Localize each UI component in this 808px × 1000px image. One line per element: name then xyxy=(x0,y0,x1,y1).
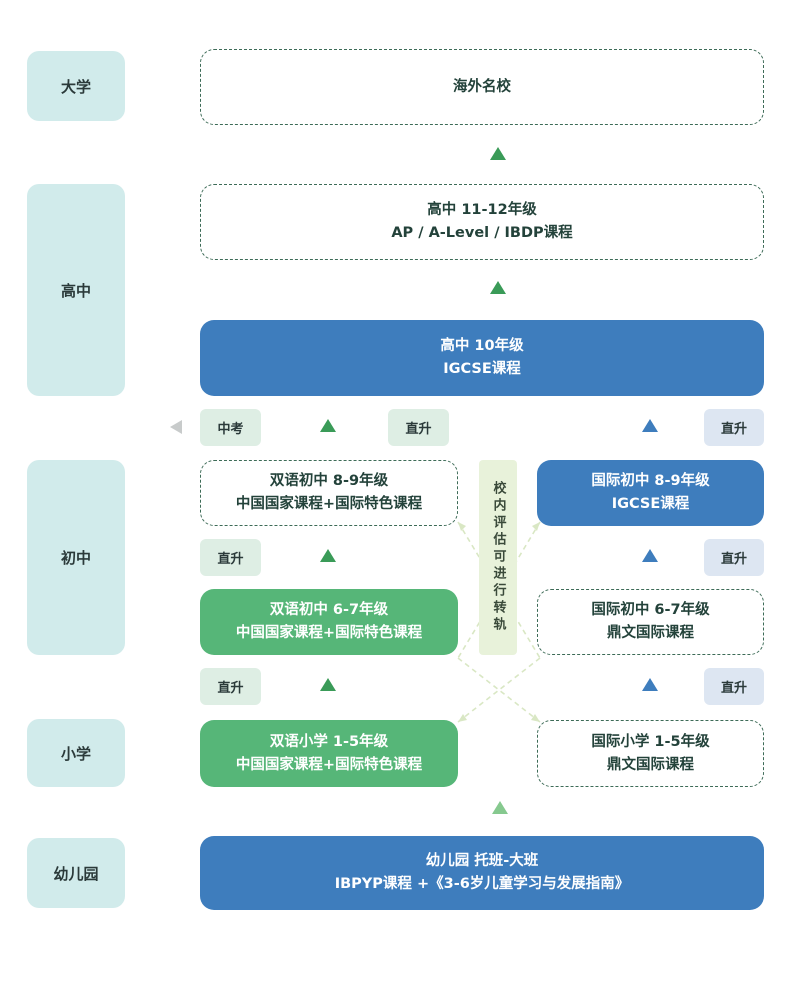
transfer-line xyxy=(457,657,541,723)
box-line: 高中 10年级 xyxy=(440,338,524,354)
tag-label: 直升 xyxy=(217,681,244,696)
stage-university: 大学 xyxy=(27,51,125,121)
tag-label: 直升 xyxy=(405,422,432,437)
tag-direct: 直升 xyxy=(200,539,261,576)
stage-kindergarten: 幼儿园 xyxy=(27,838,125,908)
stage-university-label: 大学 xyxy=(60,77,91,96)
box-line: 双语小学 1-5年级 xyxy=(269,733,389,750)
box-high-11-12: 高中 11-12年级 AP / A-Level / IBDP课程 xyxy=(200,184,764,260)
arrow-up-icon xyxy=(492,801,508,814)
box-kindergarten: 幼儿园 托班-大班 IBPYP课程 +《3-6岁儿童学习与发展指南》 xyxy=(200,836,764,910)
stage-primary-label: 小学 xyxy=(60,744,91,763)
box-line: 国际初中 6-7年级 xyxy=(591,602,710,618)
box-bilingual-middle-6-7: 双语初中 6-7年级 中国国家课程+国际特色课程 xyxy=(200,589,458,655)
stage-middle: 初中 xyxy=(27,460,125,655)
tag-zhongkao: 中考 xyxy=(200,409,261,446)
tag-label: 直升 xyxy=(217,552,244,567)
transfer-arrowhead xyxy=(458,714,467,722)
box-line: 鼎文国际课程 xyxy=(607,625,694,641)
arrow-up-icon xyxy=(490,147,506,160)
box-line: 双语初中 6-7年级 xyxy=(269,602,389,618)
box-high-10: 高中 10年级 IGCSE课程 xyxy=(200,320,764,396)
tag-label: 直升 xyxy=(720,422,747,437)
box-line: 鼎文国际课程 xyxy=(607,756,694,773)
tag-direct: 直升 xyxy=(704,668,764,705)
transfer-arrowhead xyxy=(531,714,540,722)
box-line: 国际小学 1-5年级 xyxy=(591,733,710,750)
box-line: 海外名校 xyxy=(453,78,511,95)
stage-middle-label: 初中 xyxy=(60,549,91,567)
arrow-up-icon xyxy=(490,281,506,294)
box-line: IGCSE课程 xyxy=(611,496,690,512)
box-line: 中国国家课程+国际特色课程 xyxy=(235,496,423,512)
box-intl-primary: 国际小学 1-5年级 鼎文国际课程 xyxy=(537,720,764,787)
box-line: IGCSE课程 xyxy=(443,361,521,377)
box-line: 国际初中 8-9年级 xyxy=(591,473,710,489)
box-line: 高中 11-12年级 xyxy=(427,202,537,218)
tag-direct: 直升 xyxy=(704,539,764,576)
box-intl-middle-8-9: 国际初中 8-9年级 IGCSE课程 xyxy=(537,460,764,526)
box-line: 中国国家课程+国际特色课程 xyxy=(235,625,423,641)
box-overseas-universities: 海外名校 xyxy=(200,49,764,125)
tag-direct: 直升 xyxy=(200,668,261,705)
arrow-up-icon xyxy=(320,549,336,562)
transfer-note: 校内评估可进行转轨 xyxy=(479,460,517,655)
transfer-note-text: 校内评估可进行转轨 xyxy=(490,481,506,634)
stage-primary: 小学 xyxy=(27,719,125,787)
stage-kindergarten-label: 幼儿园 xyxy=(53,864,99,883)
box-line: 中国国家课程+国际特色课程 xyxy=(235,756,423,773)
tag-label: 直升 xyxy=(720,552,747,567)
arrow-up-icon xyxy=(642,419,658,432)
box-line: 双语初中 8-9年级 xyxy=(269,473,389,489)
box-bilingual-primary: 双语小学 1-5年级 中国国家课程+国际特色课程 xyxy=(200,720,458,787)
tag-direct: 直升 xyxy=(388,409,449,446)
arrow-up-icon xyxy=(642,678,658,691)
stage-high: 高中 xyxy=(27,184,125,396)
arrow-up-icon xyxy=(642,549,658,562)
box-intl-middle-6-7: 国际初中 6-7年级 鼎文国际课程 xyxy=(537,589,764,655)
tag-label: 直升 xyxy=(720,681,747,696)
transfer-arrowhead xyxy=(532,522,540,531)
tag-label: 中考 xyxy=(217,422,244,437)
box-line: IBPYP课程 +《3-6岁儿童学习与发展指南》 xyxy=(334,876,630,892)
box-line: 幼儿园 托班-大班 xyxy=(425,853,539,869)
box-bilingual-middle-8-9: 双语初中 8-9年级 中国国家课程+国际特色课程 xyxy=(200,460,458,526)
arrow-up-icon xyxy=(320,678,336,691)
transfer-line xyxy=(457,657,541,723)
arrow-left-icon xyxy=(170,420,182,434)
tag-direct: 直升 xyxy=(704,409,764,446)
arrow-up-icon xyxy=(320,419,336,432)
transfer-arrowhead xyxy=(458,522,466,531)
stage-high-label: 高中 xyxy=(60,281,91,300)
box-line: AP / A-Level / IBDP课程 xyxy=(391,225,573,241)
